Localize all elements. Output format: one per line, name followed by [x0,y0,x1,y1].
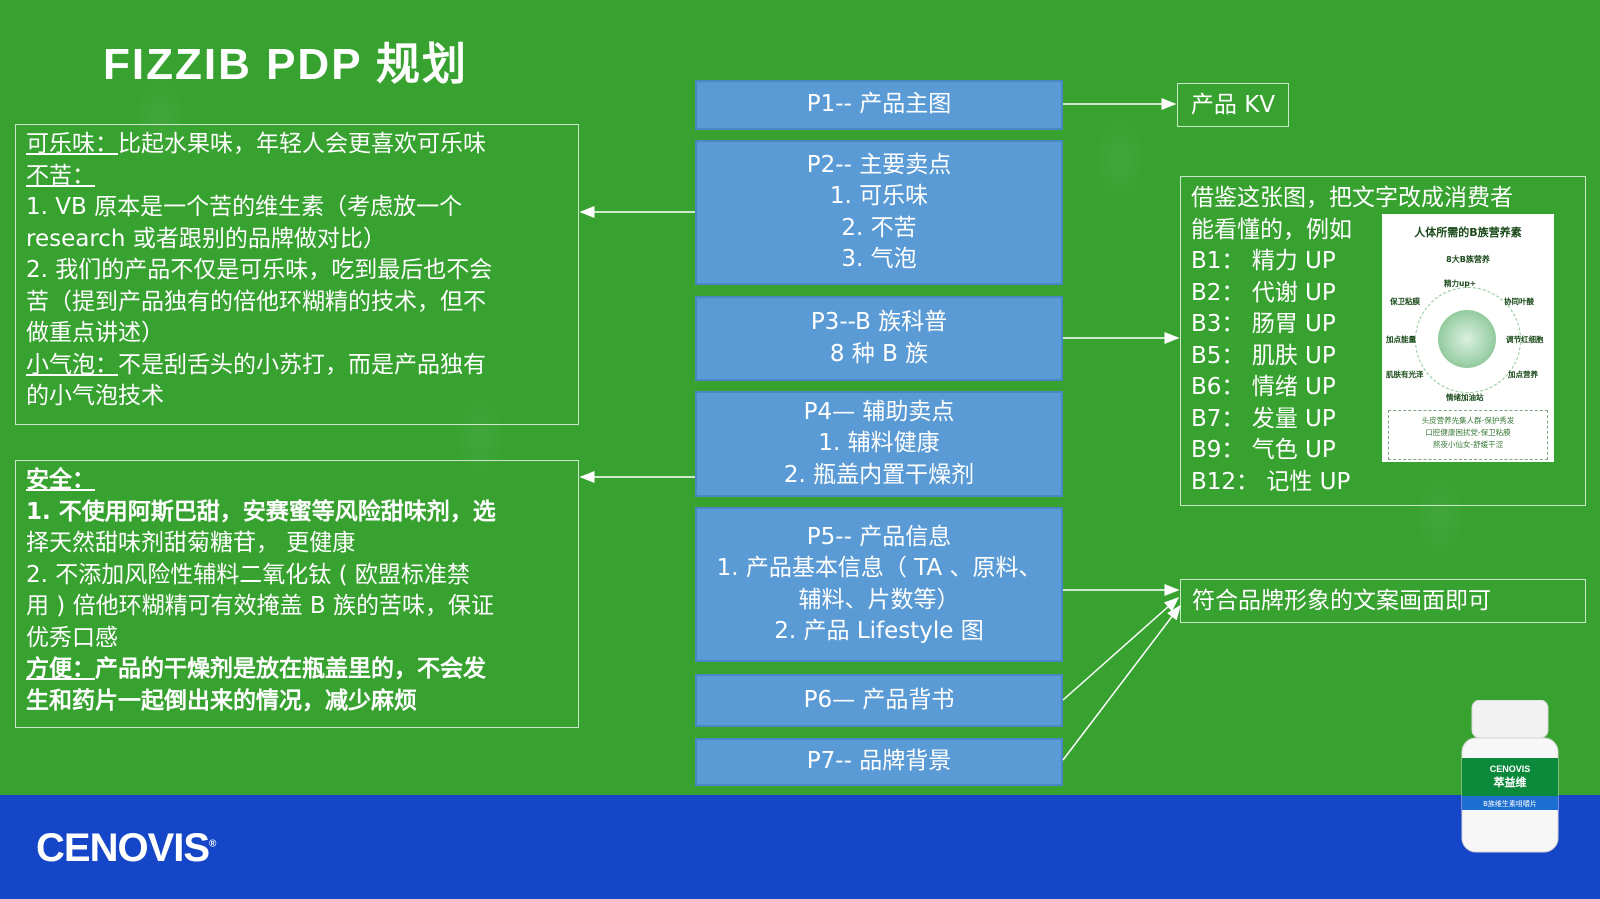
panel-line-label: 小气泡： [26,351,118,378]
panel-line-text: 的小气泡技术 [26,383,164,409]
panel-line: 1. VB 原本是一个苦的维生素（考虑放一个 [26,192,568,224]
b-vitamin-item: B2： 代谢 UP [1191,279,1336,306]
reference-intro-line-2: 能看懂的，例如 [1191,216,1352,243]
page-box-line: P7-- 品牌背景 [806,748,952,775]
page-box-line: 3. 气泡 [841,246,917,272]
panel-line: 择天然甜味剂甜菊糖苷， 更健康 [26,528,568,560]
panel-line: 生和药片一起倒出来的情况，减少麻烦 [26,686,568,718]
page-box-line: 2. 产品 Lifestyle 图 [774,618,984,644]
panel-line-label: 方便： [26,656,95,682]
page-box-p1: P1-- 产品主图 [695,80,1063,130]
panel-line-text: 比起水果味，年轻人会更喜欢可乐味 [118,131,486,157]
panel-line: 做重点讲述） [26,318,568,350]
b-vitamin-list: B1： 精力 UP B2： 代谢 UP B3： 肠胃 UP B5： 肌肤 UP B6： … [1191,246,1575,498]
b-vitamin-item: B5： 肌肤 UP [1191,342,1336,369]
infographic-label: 保卫粘膜 [1390,297,1420,306]
panel-line: 苦（提到产品独有的倍他环糊精的技术，但不 [26,287,568,319]
panel-line-text: 用 ) 倍他环糊精可有效掩盖 B 族的苦味，保证 [26,593,494,619]
infographic-label: 加点营养 [1508,370,1538,379]
infographic-label: 调节红细胞 [1506,335,1544,344]
page-box-p3: P3--B 族科普 8 种 B 族 [695,296,1063,381]
bottle-name: 萃益维 [1494,775,1527,789]
panel-line: 不苦： [26,161,568,193]
panel-line: 方便：产品的干燥剂是放在瓶盖里的，不会发 [26,654,568,686]
panel-line: 1. 不使用阿斯巴甜，安赛蜜等风险甜味剂，选 [26,497,568,529]
panel-line-text: 优秀口感 [26,624,118,651]
infographic-portrait [1438,310,1496,368]
b-vitamin-item: B7： 发量 UP [1191,405,1336,432]
infographic-label: 加点能量 [1386,335,1416,344]
page-box-line: P2-- 主要卖点 [806,151,952,178]
brand-copy-box: 符合品牌形象的文案画面即可 [1180,579,1586,623]
infographic-label: 肌肤有光泽 [1386,370,1424,379]
infographic-label: 精力up+ [1444,279,1476,288]
product-bottle-image: CENOVIS 萃益维 B族维生素咀嚼片 [1461,700,1559,853]
panel-line: 优秀口感 [26,623,568,655]
b-vitamin-item: B9： 气色 UP [1191,437,1336,463]
page-box-line: P3--B 族科普 [810,309,948,335]
panel-line-label: 不苦： [26,162,95,189]
page-box-line: 1. 辅料健康 [818,430,940,457]
page-box-line: 2. 瓶盖内置干燥剂 [783,461,975,488]
auxiliary-points-panel: 安全： 1. 不使用阿斯巴甜，安赛蜜等风险甜味剂，选择天然甜味剂甜菊糖苷， 更健康… [15,460,579,728]
page-box-p7: P7-- 品牌背景 [695,738,1063,786]
bottle-brand: CENOVIS [1490,764,1531,774]
page-box-line: 2. 不苦 [841,214,917,241]
page-box-p6: P6— 产品背书 [695,674,1063,727]
page-box-line: 8 种 B 族 [829,340,929,367]
infographic-ring [1415,287,1521,393]
infographic-label: 情绪加油站 [1446,393,1484,402]
page-box-p2: P2-- 主要卖点 1. 可乐味 2. 不苦 3. 气泡 [695,140,1063,285]
panel-line-text: 1. VB 原本是一个苦的维生素（考虑放一个 [26,194,463,220]
page-box-p5: P5-- 产品信息 1. 产品基本信息（ TA 、原料、辅料、片数等） 2. 产品 … [695,507,1063,662]
page-box-line: P6— 产品背书 [803,686,955,713]
panel-line-text: research 或者跟别的品牌做对比） [26,225,386,252]
panel-line-text: 2. 不添加风险性辅料二氧化钛 ( 欧盟标准禁 [26,561,470,588]
panel-line-label: 安全： [26,467,95,493]
footer-bar [0,795,1600,899]
panel-line: research 或者跟别的品牌做对比） [26,224,568,256]
infographic-label: 协同叶酸 [1504,297,1534,306]
panel-line: 可乐味：比起水果味，年轻人会更喜欢可乐味 [26,129,568,161]
panel-line: 的小气泡技术 [26,381,568,413]
panel-line-text: 择天然甜味剂甜菊糖苷， 更健康 [26,530,356,556]
panel-line: 2. 不添加风险性辅料二氧化钛 ( 欧盟标准禁 [26,560,568,592]
product-kv-box: 产品 KV [1177,83,1289,127]
panel-line-text: 生和药片一起倒出来的情况，减少麻烦 [26,687,417,714]
panel-line-text: 2. 我们的产品不仅是可乐味，吃到最后也不会 [26,257,493,283]
page-box-p4: P4— 辅助卖点 1. 辅料健康 2. 瓶盖内置干燥剂 [695,391,1063,497]
page-box-line: P4— 辅助卖点 [803,398,955,425]
panel-line: 2. 我们的产品不仅是可乐味，吃到最后也不会 [26,255,568,287]
panel-line-text: 做重点讲述） [26,320,164,346]
reference-intro-line-1: 借鉴这张图，把文字改成消费者 [1191,185,1513,211]
b-vitamin-item: B12： 记性 UP [1191,468,1351,495]
panel-line-text: 不是刮舌头的小苏打，而是产品独有 [118,351,486,378]
panel-line-label: 可乐味： [26,131,118,157]
panel-line: 小气泡：不是刮舌头的小苏打，而是产品独有 [26,350,568,382]
page-box-line: 1. 可乐味 [829,183,929,209]
b-vitamin-reference-panel: 借鉴这张图，把文字改成消费者 能看懂的，例如 B1： 精力 UP B2： 代谢 U… [1180,176,1586,506]
selling-points-panel: 可乐味：比起水果味，年轻人会更喜欢可乐味不苦： 1. VB 原本是一个苦的维生素（… [15,124,579,425]
brand-logo: CENOVIS® [36,826,216,870]
page-box-line: 1. 产品基本信息（ TA 、原料、 [716,555,1042,581]
page-box-line: P5-- 产品信息 [806,523,952,550]
b-vitamin-item: B1： 精力 UP [1191,248,1336,274]
panel-line: 用 ) 倍他环糊精可有效掩盖 B 族的苦味，保证 [26,591,568,623]
panel-line-text: 苦（提到产品独有的倍他环糊精的技术，但不 [26,288,486,315]
panel-line-text: 1. 不使用阿斯巴甜，安赛蜜等风险甜味剂，选 [26,498,496,525]
infographic-subtitle: 8大B族营养 [1446,255,1490,264]
page-box-line: P1-- 产品主图 [806,91,952,118]
slide-title: FIZZIB PDP 规划 [103,40,468,89]
page-box-line: 辅料、片数等） [798,586,960,613]
panel-line-text: 产品的干燥剂是放在瓶盖里的，不会发 [95,656,486,682]
panel-line: 安全： [26,465,568,497]
b-vitamin-item: B6： 情绪 UP [1191,374,1336,400]
reference-infographic: 人体所需的B族营养素 8大B族营养 精力up+ 协同叶酸 保卫粘膜 调节红细胞 … [1382,214,1554,462]
infographic-note: 头皮营养先集人群-保护秀发 口腔健康困扰党-保卫粘膜 熬夜小仙女-舒缓干涩 [1388,410,1548,460]
b-vitamin-item: B3： 肠胃 UP [1191,311,1336,337]
infographic-title: 人体所需的B族营养素 [1414,226,1522,239]
bottle-product: B族维生素咀嚼片 [1483,799,1537,808]
